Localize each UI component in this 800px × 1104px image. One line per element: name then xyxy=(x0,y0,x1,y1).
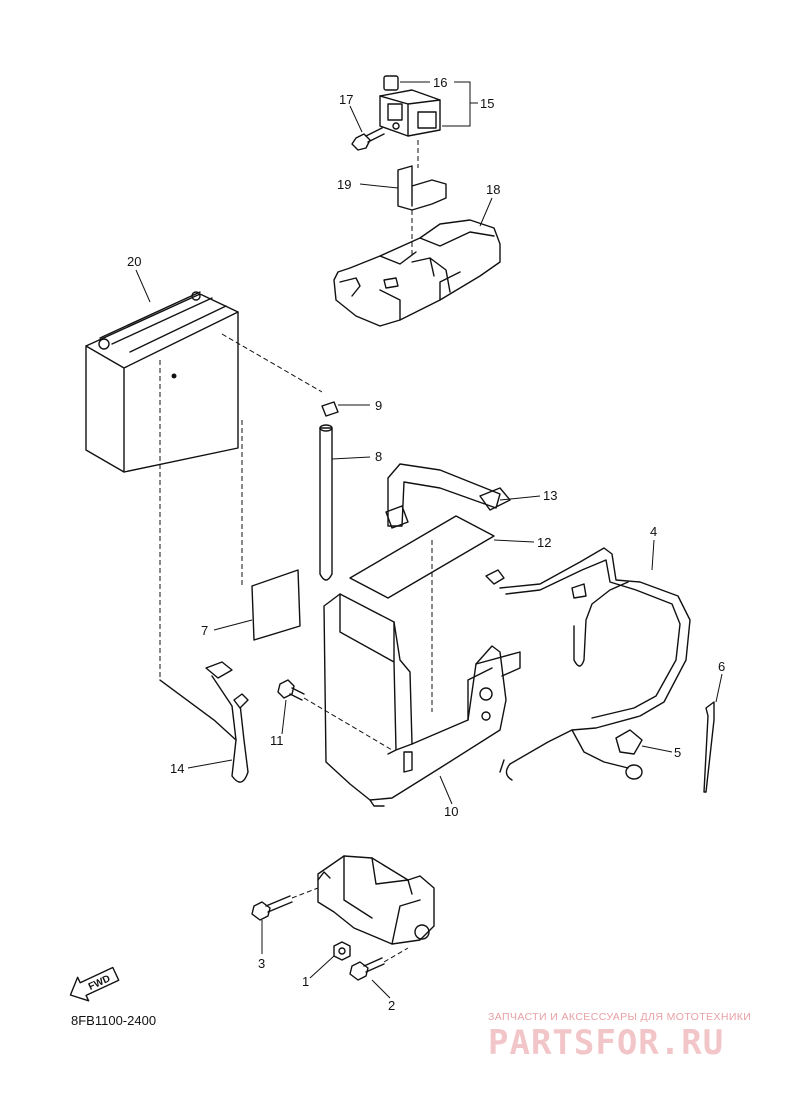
battery-band-part-13 xyxy=(385,463,511,529)
bolt-part-17 xyxy=(351,127,385,151)
callout-12: 12 xyxy=(537,535,551,550)
callout-20: 20 xyxy=(127,254,141,269)
bolt-part-3 xyxy=(251,895,293,921)
callout-2: 2 xyxy=(388,998,395,1013)
breather-hose-part-8 xyxy=(319,424,333,581)
watermark-tagline: ЗАПЧАСТИ И АКСЕССУАРЫ ДЛЯ МОТОТЕХНИКИ xyxy=(488,1011,751,1023)
battery-cable-part-14 xyxy=(159,661,249,783)
callout-13: 13 xyxy=(543,488,557,503)
callout-15: 15 xyxy=(480,96,494,111)
callout-7: 7 xyxy=(201,623,208,638)
callout-3: 3 xyxy=(258,956,265,971)
callout-5: 5 xyxy=(674,745,681,760)
rubber-pad-part-12 xyxy=(349,515,495,599)
watermark-logo: PARTSFOR.RU xyxy=(488,1023,724,1063)
wire-harness-part-4 xyxy=(485,547,691,781)
callout-14: 14 xyxy=(170,761,184,776)
bolt-part-2 xyxy=(349,957,385,981)
cable-tie-part-6 xyxy=(703,701,715,793)
clip-part-9 xyxy=(321,401,339,417)
relay-assembly-part xyxy=(379,75,441,137)
pad-part-7 xyxy=(251,569,301,641)
fwd-label: FWD xyxy=(87,973,112,993)
nut-part-1 xyxy=(333,941,351,961)
battery-box-part-10 xyxy=(323,593,521,807)
callout-17: 17 xyxy=(339,92,353,107)
starter-motor-part xyxy=(317,855,435,945)
callout-18: 18 xyxy=(486,182,500,197)
clamp-part-5 xyxy=(615,729,643,755)
callout-11: 11 xyxy=(270,733,284,748)
battery-cover-part-18 xyxy=(333,219,501,327)
callout-8: 8 xyxy=(375,449,382,464)
callout-10: 10 xyxy=(444,804,458,819)
callout-1: 1 xyxy=(302,974,309,989)
bracket-part-19 xyxy=(397,165,447,211)
callout-6: 6 xyxy=(718,659,725,674)
fwd-arrow-icon: FWD xyxy=(69,966,120,1002)
battery-part-20 xyxy=(85,291,239,473)
diagram-code: 8FB1100-2400 xyxy=(71,1013,156,1028)
callout-9: 9 xyxy=(375,398,382,413)
callout-19: 19 xyxy=(337,177,351,192)
bolt-part-11 xyxy=(277,679,305,701)
callout-4: 4 xyxy=(650,524,657,539)
callout-16: 16 xyxy=(433,75,447,90)
